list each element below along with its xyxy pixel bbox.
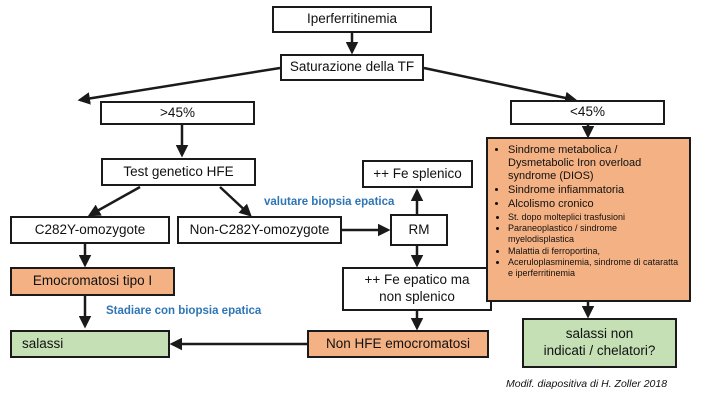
node-non-c282y-homozygote: Non-C282Y-omozygote bbox=[177, 216, 342, 244]
salassi-non-line-1: salassi non bbox=[565, 326, 634, 342]
cause-item: Alcolismo cronico bbox=[508, 198, 683, 211]
fe-epatico-line-1: ++ Fe epatico ma bbox=[364, 272, 470, 288]
cause-item: Malattia di ferroportina, bbox=[508, 246, 683, 257]
node-salassi: salassi bbox=[10, 330, 170, 358]
node-causes-list: Sindrome metabolica / Dysmetabolic Iron … bbox=[486, 137, 691, 302]
node-saturazione: Saturazione della TF bbox=[280, 54, 424, 81]
node-iperferritinemia: Iperferritinemia bbox=[272, 6, 432, 33]
note-valutare-biopsia: valutare biopsia epatica bbox=[264, 196, 395, 208]
node-lt45: <45% bbox=[510, 100, 665, 125]
node-emocromatosi-tipo-1: Emocromatosi tipo I bbox=[10, 267, 175, 296]
arrow-test-to-c282y bbox=[87, 185, 141, 217]
arrow-test-to-non-c282y bbox=[219, 186, 252, 217]
arrow-saturazione-to-gt45 bbox=[77, 66, 281, 105]
cause-item: Sindrome infiammatoria bbox=[508, 184, 683, 197]
cause-item: Paraneoplastico / sindrome myelodisplast… bbox=[508, 223, 683, 244]
node-non-hfe-emocromatosi: Non HFE emocromatosi bbox=[307, 330, 489, 358]
arrow-saturazione-to-lt45 bbox=[423, 66, 578, 105]
node-fe-epatico: ++ Fe epatico ma non splenico bbox=[342, 267, 492, 311]
causes-list: Sindrome metabolica / Dysmetabolic Iron … bbox=[494, 144, 683, 280]
credit-text: Modif. diapositiva di H. Zoller 2018 bbox=[506, 378, 668, 390]
node-test-hfe: Test genetico HFE bbox=[101, 158, 256, 186]
cause-item: St. dopo molteplici trasfusioni bbox=[508, 212, 683, 223]
node-gt45: >45% bbox=[100, 101, 255, 125]
salassi-non-line-2: indicati / chelatori? bbox=[543, 343, 656, 358]
node-fe-splenico: ++ Fe splenico bbox=[362, 160, 473, 188]
note-stadiare-biopsia: Stadiare con biopsia epatica bbox=[106, 305, 262, 317]
cause-item: Aceruloplasminemia, sindrome di cataratt… bbox=[508, 257, 683, 278]
cause-item: Sindrome metabolica / Dysmetabolic Iron … bbox=[508, 144, 683, 183]
fe-epatico-line-2: non splenico bbox=[379, 289, 455, 304]
node-c282y-homozygote: C282Y-omozygote bbox=[10, 216, 170, 244]
node-rm: RM bbox=[390, 214, 448, 246]
node-salassi-non-indicati: salassi non indicati / chelatori? bbox=[522, 318, 677, 368]
